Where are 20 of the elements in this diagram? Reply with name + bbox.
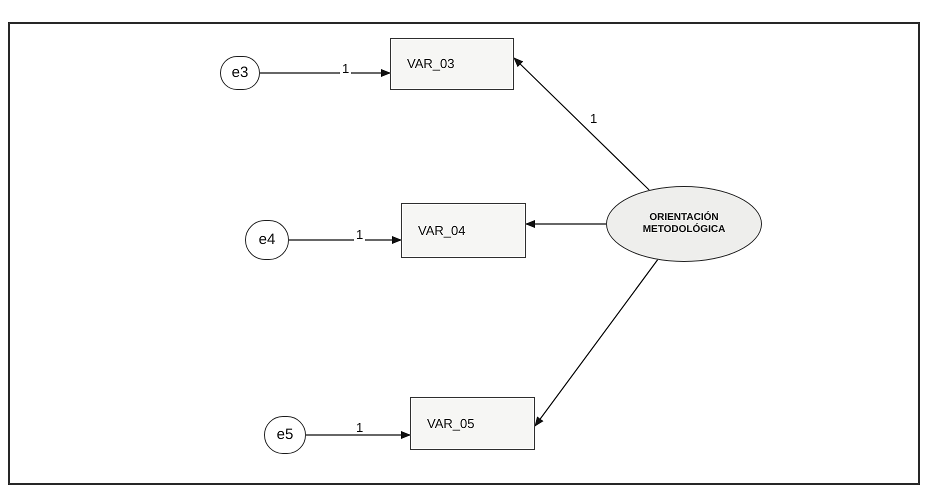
edge-label: 1 xyxy=(588,112,600,125)
arrow xyxy=(260,69,391,77)
arrow xyxy=(534,259,658,427)
edge-label: 1 xyxy=(340,62,352,75)
edge-label: 1 xyxy=(354,228,366,241)
node-label: VAR_05 xyxy=(427,414,474,433)
node-label: VAR_04 xyxy=(418,222,466,240)
node-label: e5 xyxy=(276,424,294,445)
arrow xyxy=(306,431,411,439)
node-label: VAR_03 xyxy=(407,55,454,74)
arrow xyxy=(525,220,606,228)
observed-variable-box xyxy=(410,397,535,450)
node-label: e4 xyxy=(258,230,276,250)
node-label: e3 xyxy=(232,62,248,83)
node-label: ORIENTACIÓN METODOLÓGICA xyxy=(642,212,726,236)
observed-variable-box xyxy=(390,38,514,90)
arrow xyxy=(513,57,650,190)
arrow xyxy=(289,236,402,244)
observed-variable-box xyxy=(401,203,526,258)
edge-label: 1 xyxy=(354,421,366,434)
